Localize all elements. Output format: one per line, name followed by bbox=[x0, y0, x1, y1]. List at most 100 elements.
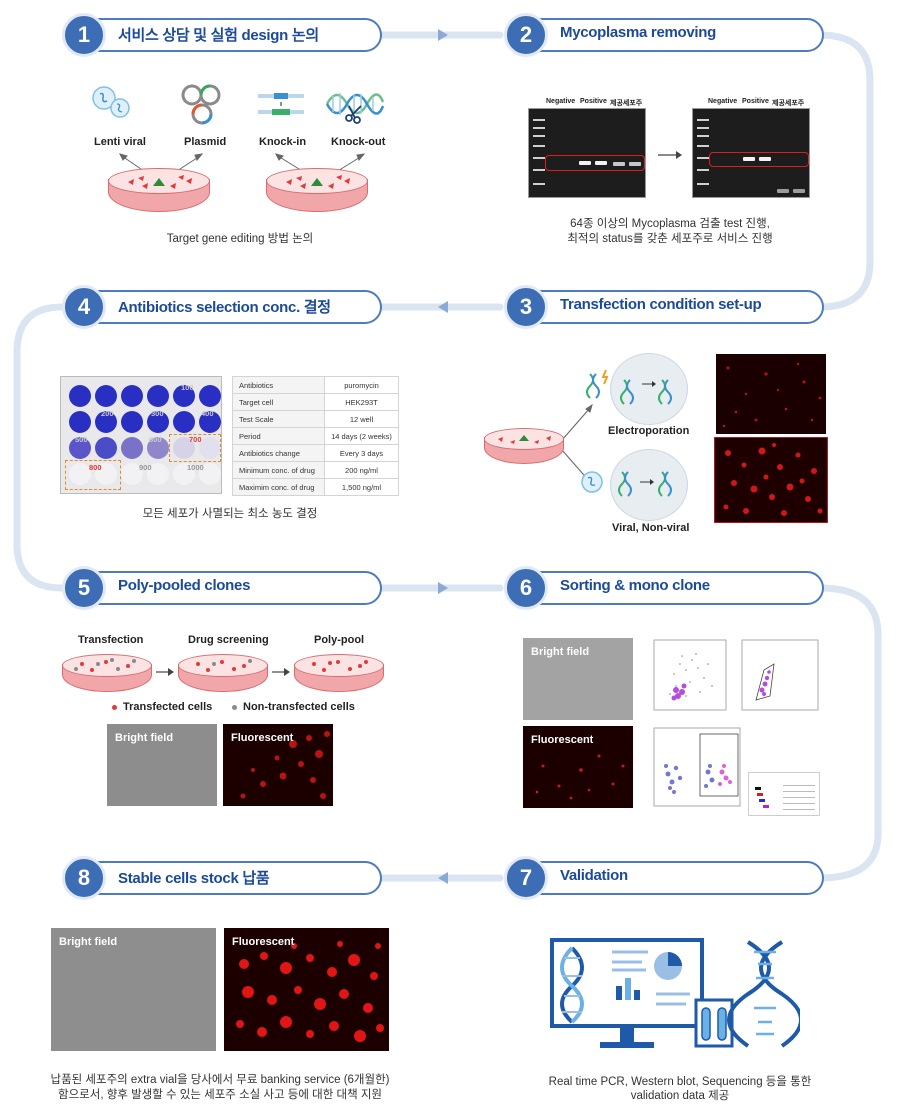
plate-label-200: 200 bbox=[101, 409, 114, 418]
method-viral-label: Viral, Non-viral bbox=[612, 522, 690, 534]
step-2-caption-line1: 64종 이상의 Mycoplasma 검출 test 진행, bbox=[570, 218, 770, 230]
step-1-header: 1 서비스 상담 및 실험 design 논의 bbox=[62, 13, 382, 57]
plate-label-1000: 1000 bbox=[187, 463, 204, 472]
arrow-left-3-4 bbox=[438, 301, 448, 313]
step-6-number: 6 bbox=[504, 566, 548, 610]
table-value: Every 3 days bbox=[324, 444, 399, 462]
stage-drug-screening-label: Drug screening bbox=[188, 634, 269, 646]
legend-transfected: Transfected cells bbox=[112, 701, 212, 713]
method-electroporation-label: Electroporation bbox=[608, 425, 690, 437]
step-8-title: Stable cells stock 납품 bbox=[118, 870, 270, 887]
step-1-number: 1 bbox=[62, 13, 106, 57]
plasmid-icon bbox=[181, 84, 221, 125]
petri-dish-2 bbox=[266, 168, 368, 212]
step-2-number: 2 bbox=[504, 13, 548, 57]
plate-label-100: 100 bbox=[181, 383, 194, 392]
step-3-header: 3 Transfection condition set-up bbox=[504, 285, 824, 329]
step-2-title: Mycoplasma removing bbox=[560, 24, 717, 41]
flow-stats-table bbox=[748, 772, 820, 816]
petri-dish-transfection bbox=[62, 654, 152, 692]
table-key: Antibiotics change bbox=[232, 444, 325, 462]
plate-label-400: 400 bbox=[201, 409, 214, 418]
legend-transfected-text: Transfected cells bbox=[123, 701, 213, 713]
table-value: puromycin bbox=[324, 376, 399, 394]
step-5-header: 5 Poly-pooled clones bbox=[62, 566, 382, 610]
step-7-number: 7 bbox=[504, 856, 548, 900]
table-value: 200 ng/ml bbox=[324, 461, 399, 479]
plate-label-800: 800 bbox=[89, 463, 102, 472]
step-8-number: 8 bbox=[62, 856, 106, 900]
step-1-title: 서비스 상담 및 실험 design 논의 bbox=[118, 27, 319, 44]
gel2-lane-sample: 제공세포주 bbox=[772, 100, 805, 107]
step-7-caption-line2: validation data 제공 bbox=[630, 1090, 730, 1102]
step-3-number: 3 bbox=[504, 285, 548, 329]
stage-transfection-label: Transfection bbox=[78, 634, 144, 646]
arrow-left-7-8 bbox=[438, 872, 448, 884]
method-lentiviral-label: Lenti viral bbox=[94, 136, 146, 148]
table-value: HEK293T bbox=[324, 393, 399, 411]
plate-label-500: 500 bbox=[75, 435, 88, 444]
step-8-caption-line1: 납품된 세포주의 extra vial을 당사에서 무료 banking ser… bbox=[50, 1074, 390, 1086]
viral-cell bbox=[610, 449, 688, 521]
arrow-right-1-2 bbox=[438, 29, 448, 41]
stage-arrow-2 bbox=[272, 668, 290, 676]
step-8-caption-line2: 함으로서, 향후 발생할 수 있는 세포주 소실 사고 등에 대한 대책 지원 bbox=[58, 1089, 382, 1101]
stage-arrow-1 bbox=[156, 668, 174, 676]
step-4-header: 4 Antibiotics selection conc. 결정 bbox=[62, 285, 382, 329]
plate-highlight-700 bbox=[169, 434, 221, 462]
plate-label-900: 900 bbox=[139, 463, 152, 472]
petri-dish-3 bbox=[484, 428, 564, 464]
knock-in-icon bbox=[258, 93, 304, 115]
knock-out-dna-scissors-icon bbox=[325, 93, 385, 124]
step8-fluorescent-image: Fluorescent bbox=[224, 928, 389, 1051]
table-key: Period bbox=[232, 427, 325, 445]
flow-cytometry-scatter-2 bbox=[741, 639, 819, 711]
method-knockin-label: Knock-in bbox=[259, 136, 307, 148]
non-transfected-dot-icon bbox=[232, 704, 237, 710]
step-7-title: Validation bbox=[560, 867, 628, 884]
step-6-header: 6 Sorting & mono clone bbox=[504, 566, 824, 610]
step5-bright-field-label: Bright field bbox=[115, 732, 174, 744]
well-plate: 800 900 1000 700 600 500 400 300 200 100 bbox=[60, 376, 222, 494]
gel1-lane-sample: 제공세포주 bbox=[610, 100, 643, 107]
step5-fluorescent-label: Fluorescent bbox=[231, 732, 294, 744]
step6-bright-field-label: Bright field bbox=[531, 646, 590, 658]
petri-dish-poly-pool bbox=[294, 654, 384, 692]
gel-arrow bbox=[658, 151, 682, 159]
legend-non-transfected-text: Non-transfected cells bbox=[243, 701, 355, 713]
step-7-header: 7 Validation bbox=[504, 856, 824, 900]
step-4-title: Antibiotics selection conc. 결정 bbox=[118, 299, 331, 316]
gel-image-before bbox=[528, 108, 646, 198]
transfected-dot-icon bbox=[112, 704, 117, 710]
step-3-title: Transfection condition set-up bbox=[560, 296, 762, 313]
table-key: Test Scale bbox=[232, 410, 325, 428]
step6-fluorescent-label: Fluorescent bbox=[531, 734, 594, 746]
step-2-header: 2 Mycoplasma removing bbox=[504, 13, 824, 57]
gel-image-after bbox=[692, 108, 810, 198]
table-key: Maximim conc. of drug bbox=[232, 478, 325, 496]
viral-transfection-icon bbox=[581, 471, 672, 497]
step6-fluorescent-image: Fluorescent bbox=[523, 726, 633, 808]
gel2-lane-positive: Positive bbox=[742, 98, 769, 105]
step-1-caption: Target gene editing 방법 논의 bbox=[166, 233, 314, 245]
flow-cytometry-scatter-1 bbox=[653, 639, 727, 711]
method-knockout-label: Knock-out bbox=[331, 136, 386, 148]
stage-poly-pool-label: Poly-pool bbox=[314, 634, 365, 646]
electroporation-icon bbox=[586, 369, 672, 405]
plate-label-600: 600 bbox=[149, 435, 162, 444]
lentivirus-icon bbox=[92, 86, 130, 118]
table-value: 14 days (2 weeks) bbox=[324, 427, 399, 445]
step8-bright-field-label: Bright field bbox=[59, 936, 118, 948]
step-7-caption-line1: Real time PCR, Western blot, Sequencing … bbox=[548, 1076, 812, 1088]
validation-illustration bbox=[550, 938, 800, 1048]
step-5-number: 5 bbox=[62, 566, 106, 610]
step5-bright-field-image: Bright field bbox=[107, 724, 217, 806]
petri-dish-1 bbox=[108, 168, 210, 212]
